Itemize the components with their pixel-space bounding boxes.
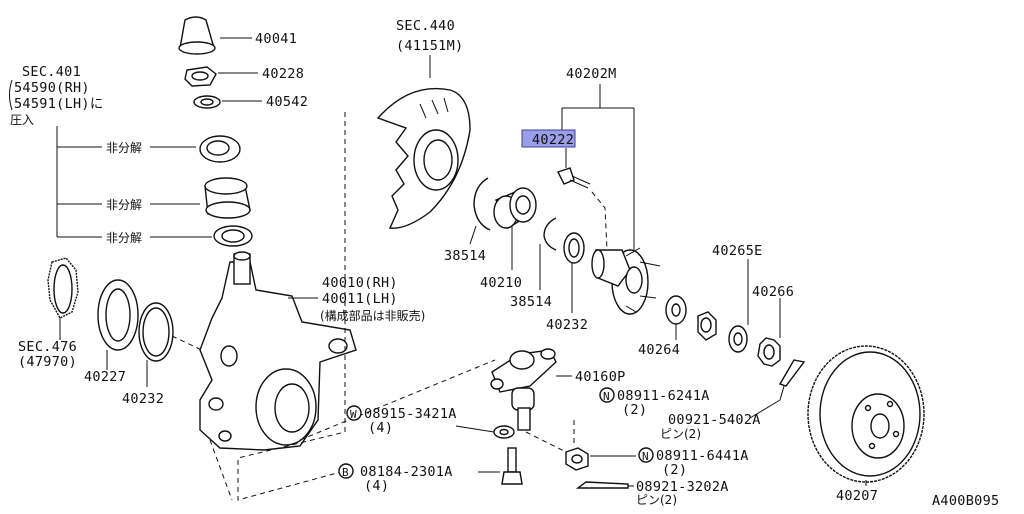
- label-4001x-note: (構成部品は非販売): [320, 308, 425, 323]
- label-40210[interactable]: 40210: [480, 275, 522, 291]
- label-bunkai-1: 非分解: [106, 141, 142, 155]
- label-40228[interactable]: 40228: [262, 66, 304, 82]
- label-08921-3202A-qty: ピン(2): [636, 493, 677, 507]
- label-40160P[interactable]: 40160P: [575, 369, 626, 385]
- label-40202M[interactable]: 40202M: [566, 66, 617, 82]
- label-00921-5402A[interactable]: 00921-5402A: [668, 412, 761, 428]
- bearing-upper: [199, 135, 241, 163]
- steering-knuckle: [199, 251, 357, 451]
- label-bunkai-3: 非分解: [106, 231, 142, 245]
- cotter-pin-00921: [778, 359, 806, 401]
- cotter-pin-08921: [575, 481, 629, 489]
- label-40207[interactable]: 40207: [836, 488, 878, 504]
- label-40041[interactable]: 40041: [255, 31, 297, 47]
- nut-40265E: [697, 311, 717, 341]
- label-40266[interactable]: 40266: [752, 284, 794, 300]
- disc-rotor-40207: [807, 345, 925, 486]
- label-40010[interactable]: 40010(RH): [322, 275, 398, 291]
- label-40232-left[interactable]: 40232: [122, 391, 164, 407]
- label-00921-5402A-qty: ピン(2): [660, 427, 701, 441]
- snap-ring-38514-a: [469, 177, 491, 245]
- label-08911-6241A-qty: (2): [622, 402, 647, 418]
- nut-40228: [184, 66, 258, 87]
- label-40232-middle[interactable]: 40232: [546, 317, 588, 333]
- label-40011[interactable]: 40011(LH): [322, 291, 398, 307]
- label-08184-2301A[interactable]: 08184-2301A: [360, 464, 453, 480]
- seal-40232-left: [138, 302, 174, 387]
- sensor-rotor-sec476: [47, 257, 79, 340]
- label-40542[interactable]: 40542: [266, 94, 308, 110]
- bearing-middle: [204, 177, 251, 219]
- label-sec440-sub: (41151M): [396, 38, 463, 54]
- seal-40232-middle: [563, 232, 585, 313]
- dust-cover-40041: [178, 16, 252, 55]
- washer-40264: [665, 295, 687, 340]
- washer-08915: [493, 425, 515, 439]
- label-bunkai-2: 非分解: [106, 198, 142, 212]
- seal-40227: [97, 279, 139, 370]
- dust-shield-sec440: [376, 87, 471, 229]
- label-sec401-press: 圧入: [10, 113, 34, 127]
- washer-40265: [728, 325, 748, 353]
- prefix-B: B: [342, 466, 349, 479]
- label-40264[interactable]: 40264: [638, 342, 680, 358]
- label-08911-6441A[interactable]: 08911-6441A: [656, 448, 749, 464]
- label-08915-3421A-qty: (4): [368, 420, 393, 436]
- label-38514-b[interactable]: 38514: [510, 294, 552, 310]
- highlight-40222: [521, 129, 576, 148]
- prefix-W: W: [350, 408, 357, 421]
- hub-bolt-40222: [557, 167, 591, 189]
- label-38514-a[interactable]: 38514: [444, 248, 486, 264]
- bolt-08184: [501, 447, 523, 485]
- label-08921-3202A[interactable]: 08921-3202A: [636, 479, 729, 495]
- lock-cap-40266: [757, 337, 781, 367]
- label-40222[interactable]: 40222: [532, 132, 574, 148]
- label-sec401[interactable]: SEC.401: [22, 64, 81, 80]
- label-08911-6441A-qty: (2): [662, 462, 687, 478]
- label-sec440[interactable]: SEC.440: [396, 18, 455, 34]
- prefix-N-2: N: [642, 450, 649, 463]
- wheel-hub-40202M: [591, 247, 661, 315]
- ball-joint-40160P: [490, 348, 572, 431]
- label-sec401-lh: 54591(LH)に: [14, 96, 104, 112]
- label-40265E[interactable]: 40265E: [712, 243, 763, 259]
- label-sec476[interactable]: SEC.476: [18, 339, 77, 355]
- washer-40542: [193, 95, 262, 109]
- seal-lower: [213, 225, 253, 247]
- label-08911-6241A[interactable]: 08911-6241A: [617, 388, 710, 404]
- snap-ring-38514-b: [539, 217, 557, 290]
- label-sec401-rh: 54590(RH): [14, 80, 90, 96]
- label-40227[interactable]: 40227: [84, 369, 126, 385]
- label-08915-3421A[interactable]: 08915-3421A: [364, 406, 457, 422]
- nut-08911-6441A: [565, 447, 636, 471]
- prefix-N-1: N: [603, 390, 610, 403]
- label-08184-2301A-qty: (4): [364, 478, 389, 494]
- bearing-40210: [493, 187, 537, 270]
- label-sec476-sub: (47970): [18, 354, 77, 370]
- diagram-code: A400B095: [932, 493, 999, 509]
